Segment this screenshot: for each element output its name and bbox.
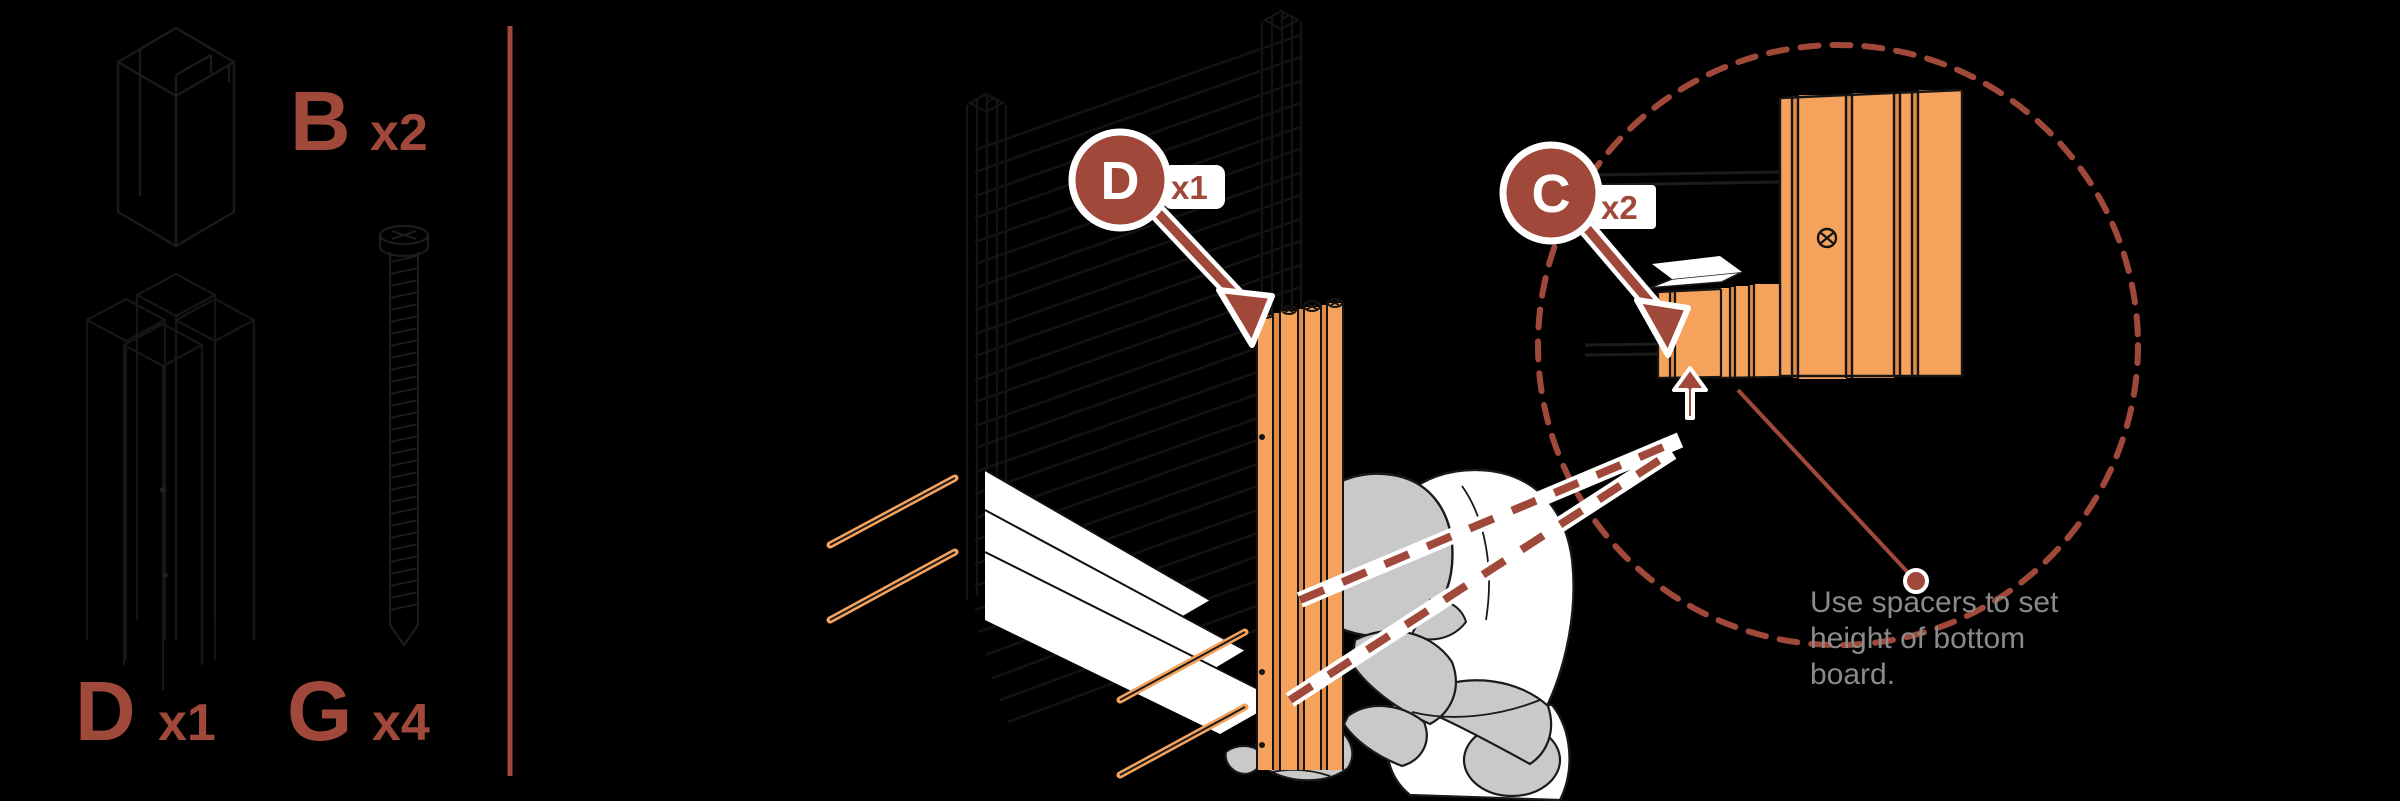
- part-letter-d: D: [75, 664, 136, 758]
- part-letter-g: G: [287, 664, 352, 758]
- part-label-d: D x1: [75, 664, 216, 758]
- ground-planes: [984, 469, 1281, 734]
- caption-line-3: board.: [1810, 658, 1895, 691]
- caption-leader-line: [1736, 388, 1929, 594]
- callout-d-qty-chip: [1163, 165, 1225, 209]
- long-screw-icon: [378, 224, 430, 647]
- caption-line-2: height of bottom: [1810, 622, 2025, 655]
- callout-c-qty-chip: [1594, 185, 1656, 229]
- post-bundle-icon: [85, 272, 256, 690]
- spacer-caption: Use spacers to set height of bottom boar…: [1810, 586, 2059, 691]
- caption-line-1: Use spacers to set: [1810, 586, 2059, 619]
- board-stack: [1778, 88, 1964, 379]
- callout-c[interactable]: x2 C: [1499, 141, 1691, 358]
- magnifier-ring: [1535, 42, 2141, 648]
- part-qty-g: x4: [372, 694, 430, 752]
- part-letter-b: B: [290, 74, 351, 168]
- corner-trim-icon: [116, 26, 236, 248]
- callout-d-letter: D: [1101, 151, 1140, 211]
- part-label-b: B x2: [290, 74, 428, 168]
- callout-d[interactable]: x1 D: [1068, 128, 1275, 348]
- callout-c-qty: x2: [1601, 189, 1638, 226]
- part-qty-b: x2: [370, 104, 428, 162]
- callout-d-circle[interactable]: [1068, 128, 1172, 232]
- screw-head-icon: [1816, 227, 1838, 249]
- callout-c-letter: C: [1532, 164, 1571, 224]
- part-label-g: G x4: [287, 664, 430, 758]
- loose-boards: [826, 474, 1249, 779]
- part-qty-d: x1: [158, 694, 216, 752]
- callout-c-circle[interactable]: [1499, 141, 1603, 245]
- up-arrow-icon: [1672, 366, 1708, 420]
- callout-d-qty: x1: [1171, 169, 1208, 206]
